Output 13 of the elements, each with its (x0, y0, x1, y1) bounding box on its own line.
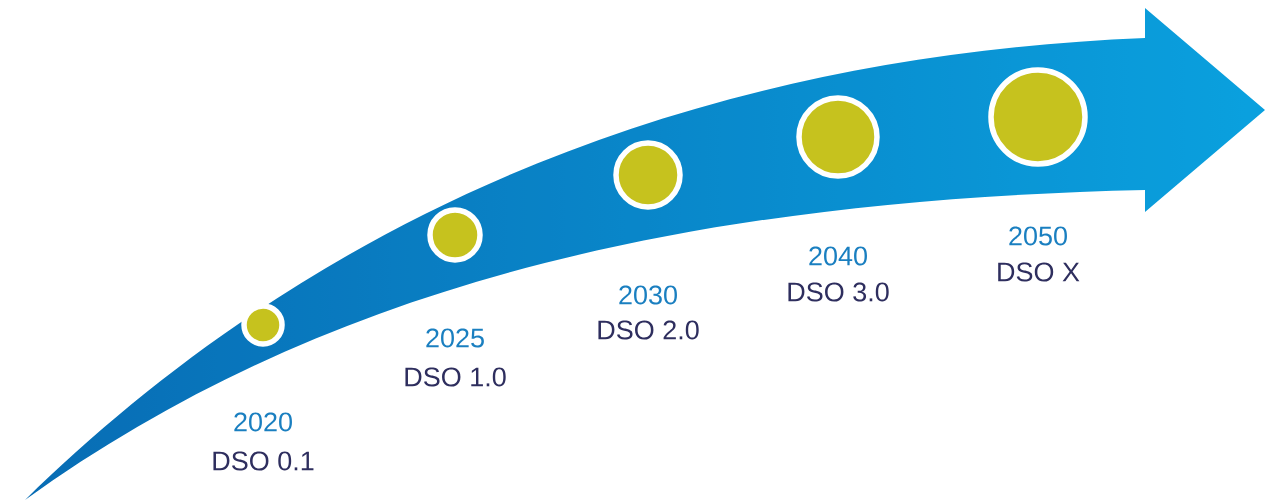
year-label: 2050 (1009, 226, 1067, 246)
milestone-dot (988, 67, 1088, 167)
milestone-dot (241, 303, 285, 347)
year-label: 2040 (809, 246, 867, 266)
milestone-dot (796, 95, 880, 179)
year-label: 2020 (234, 412, 292, 432)
year-label: 2030 (619, 285, 677, 305)
stage-label: DSO X (998, 262, 1080, 282)
stage-label: DSO 0.1 (213, 451, 314, 471)
stage-label: DSO 2.0 (598, 320, 699, 340)
year-label: 2025 (426, 328, 484, 348)
stage-label: DSO 1.0 (405, 367, 506, 387)
stage-label: DSO 3.0 (788, 282, 889, 302)
